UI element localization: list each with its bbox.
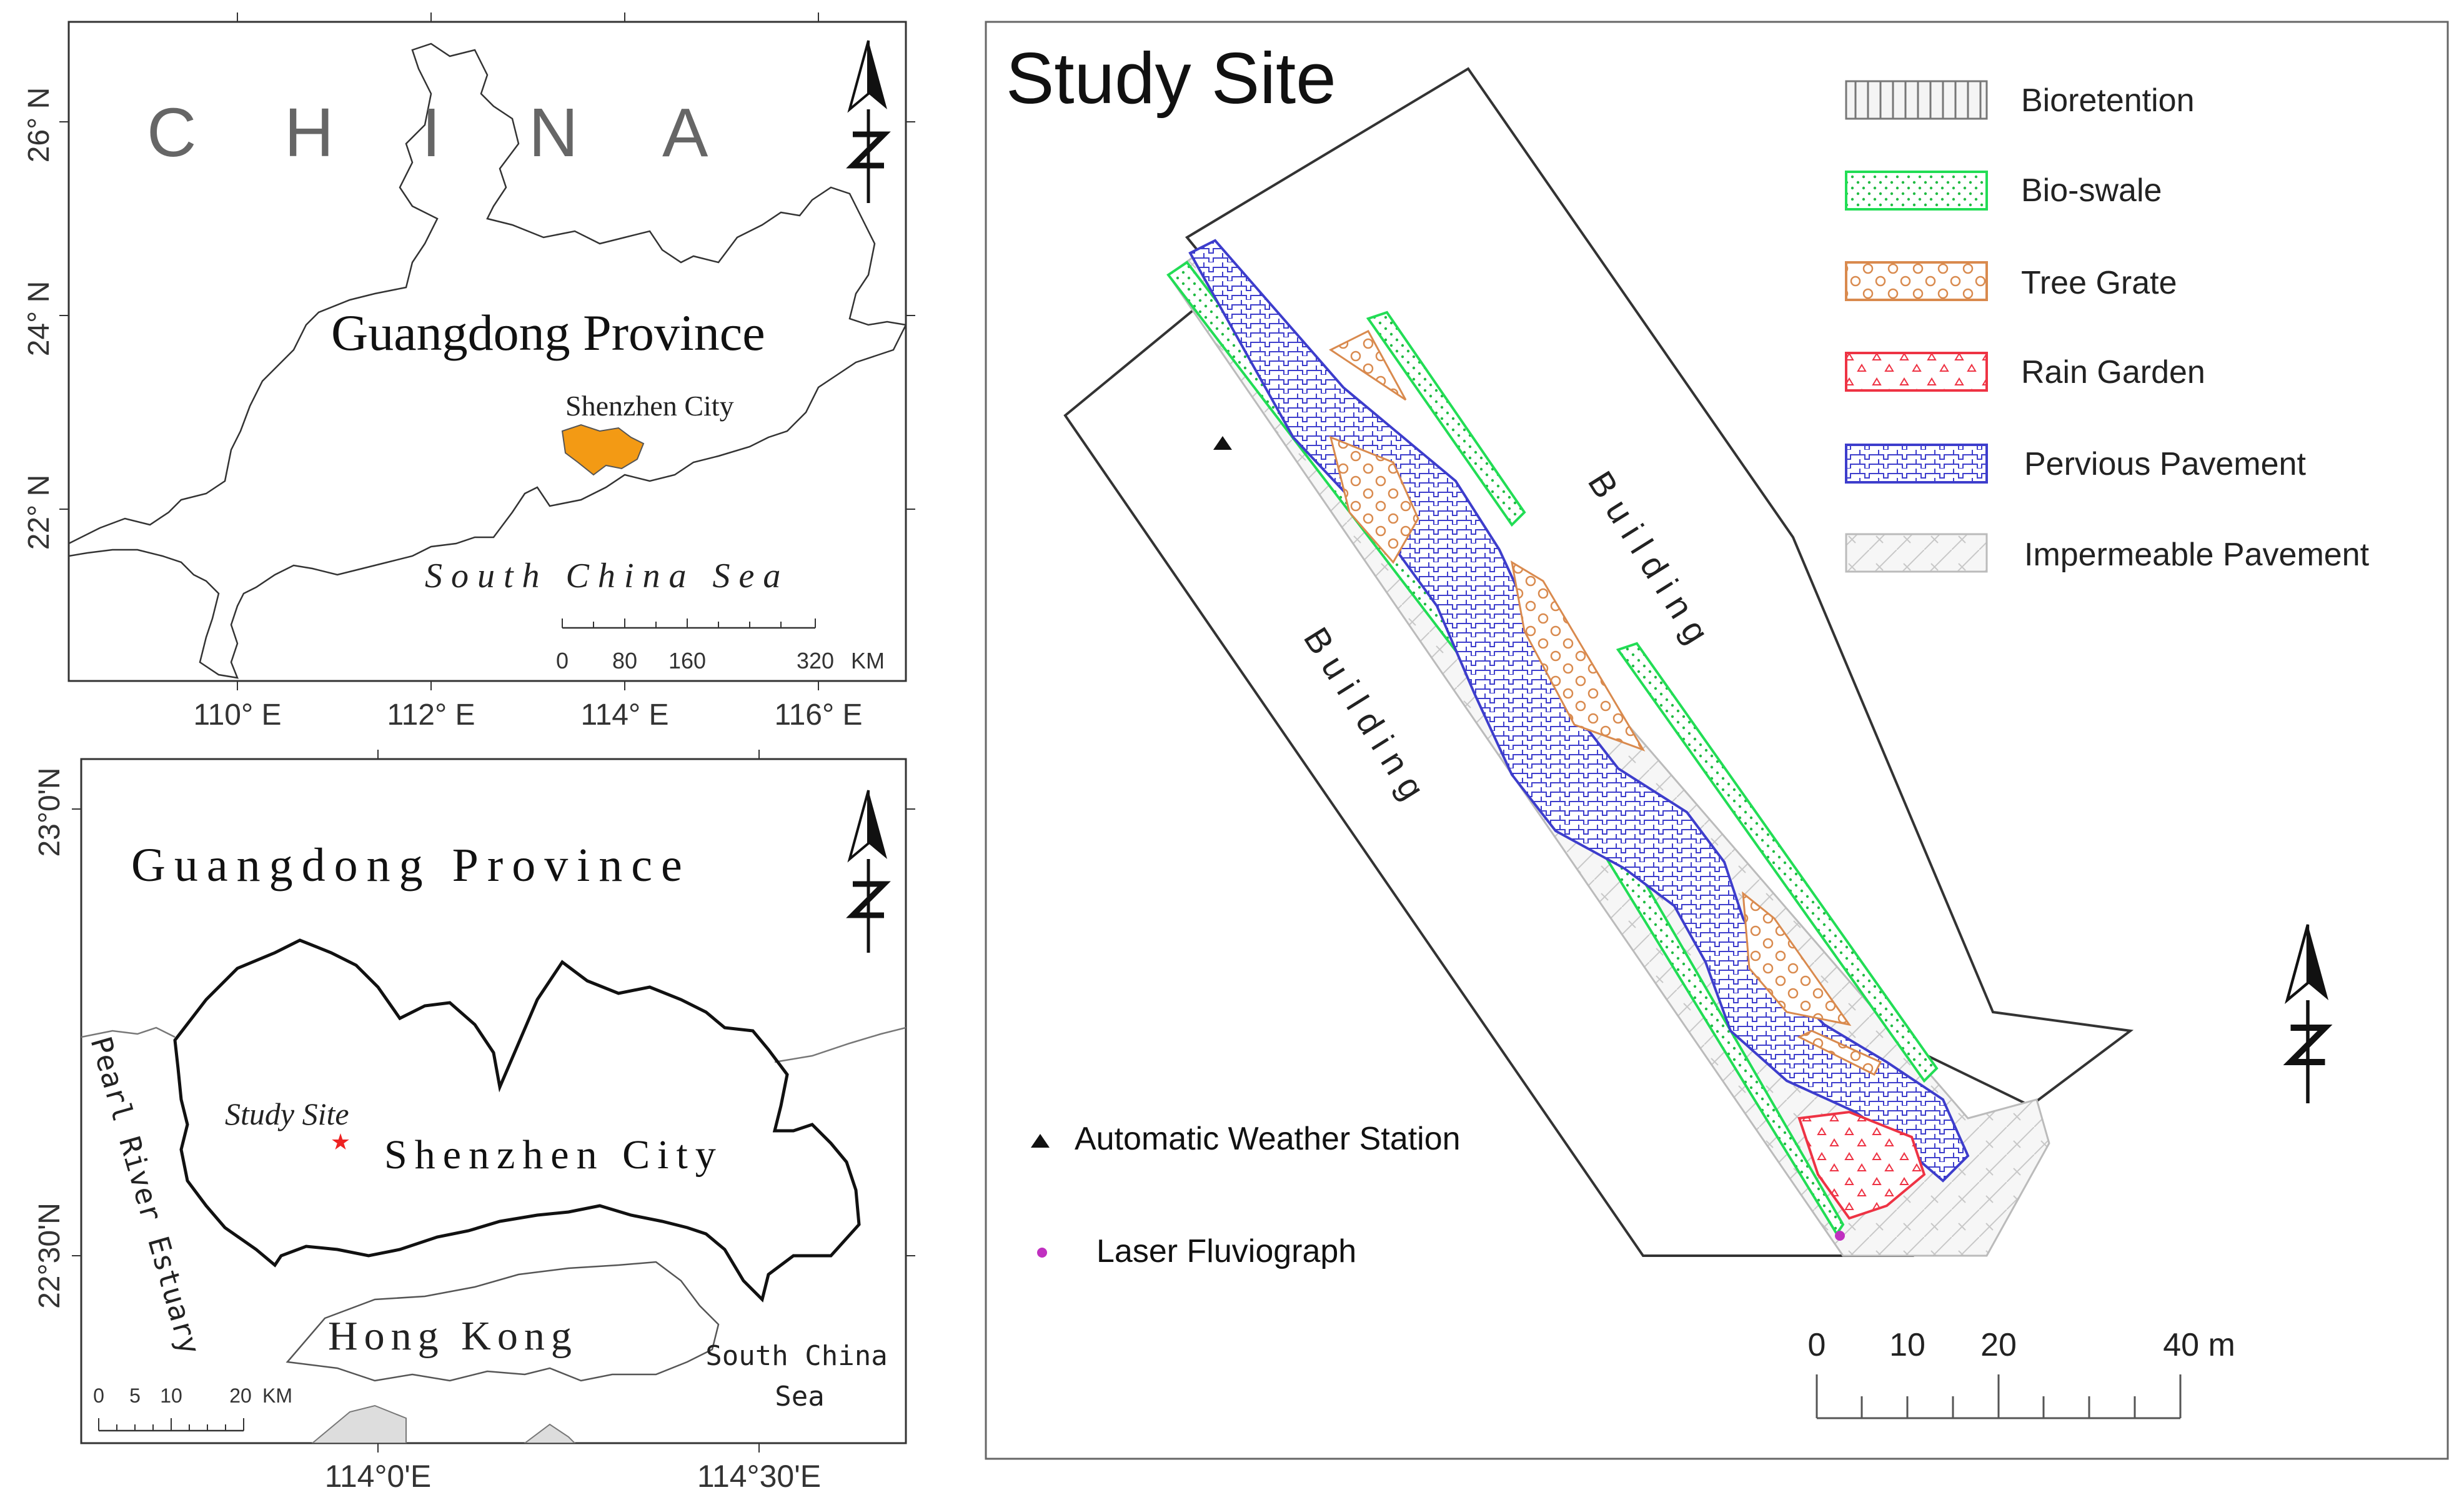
panel-a-map: C H I N A Guangdong Province Shenzhen Ci… xyxy=(22,12,915,732)
weather-station-label: Automatic Weather Station xyxy=(1075,1121,1461,1157)
shenzhen-label-b: Shenzhen City xyxy=(384,1132,723,1178)
island-2 xyxy=(524,1423,576,1443)
legend-item-pervious-pavement: Pervious Pavement xyxy=(1845,444,2306,484)
legend-label: Pervious Pavement xyxy=(2024,446,2306,482)
scale-a-0: 0 xyxy=(556,648,569,673)
pearl-river-shore xyxy=(81,1026,176,1038)
north-arrow-icon xyxy=(846,790,891,953)
panel-b-scale-bar: 0 5 10 20 KM xyxy=(93,1384,292,1432)
sea-label: South China Sea xyxy=(425,557,789,595)
lat-label-22-30: 22°30'N xyxy=(33,1203,66,1309)
scale-b-0: 0 xyxy=(93,1384,104,1407)
panel-a-scale-bar: 0 80 160 320 KM xyxy=(556,618,885,673)
lat-label-22: 22° N xyxy=(22,475,56,550)
china-label: C H I N A xyxy=(147,94,742,171)
panel-b-map: Guangdong Province Shenzhen City Study S… xyxy=(33,750,915,1494)
scale-c-40: 40 m xyxy=(2163,1327,2235,1363)
legend-item-impermeable-pavement: Impermeable Pavement xyxy=(1845,533,2370,573)
tree-grate-5 xyxy=(1797,1030,1882,1076)
bio-swale-right xyxy=(1366,310,1526,527)
guangdong-label-b: Guangdong Province xyxy=(131,839,691,892)
legend-item-tree-grate: Tree Grate xyxy=(1845,261,2177,301)
lon-label-114-30: 114°30'E xyxy=(697,1459,821,1494)
sea-label-b-line2: Sea xyxy=(775,1381,824,1413)
tree-grate-3 xyxy=(1510,560,1646,752)
scale-b-unit: KM xyxy=(262,1384,292,1407)
panel-a-ticks xyxy=(59,12,915,690)
triangle-marker-icon xyxy=(1213,436,1232,450)
tree-grate-2 xyxy=(1329,435,1419,564)
panel-a-frame xyxy=(67,21,907,682)
legend-label: Bioretention xyxy=(2021,82,2195,119)
lon-label-116: 116° E xyxy=(774,698,862,732)
study-site-label: Study Site xyxy=(225,1096,349,1131)
scale-b-20: 20 xyxy=(229,1384,252,1407)
panel-c-scale-bar: 0 10 20 40 m xyxy=(1808,1327,2235,1419)
site-title: Study Site xyxy=(1006,37,1336,119)
guangdong-outline xyxy=(69,42,906,679)
legend-label: Tree Grate xyxy=(2021,265,2177,301)
scale-c-0: 0 xyxy=(1808,1327,1826,1363)
lon-label-112: 112° E xyxy=(387,698,475,732)
rain-garden xyxy=(1797,1110,1926,1220)
panel-b-frame xyxy=(80,758,907,1444)
scale-a-320: 320 xyxy=(797,648,834,673)
panel-c-site: Study Site Building Building Bioretent xyxy=(985,21,2449,1460)
star-marker-icon: ★ xyxy=(330,1129,350,1155)
fluviograph-label: Laser Fluviograph xyxy=(1096,1233,1356,1269)
lat-label-26: 26° N xyxy=(22,87,56,163)
lat-label-24: 24° N xyxy=(22,281,56,357)
lon-label-114-0: 114°0'E xyxy=(325,1459,431,1494)
scale-c-20: 20 xyxy=(1980,1327,2017,1363)
legend: Bioretention Bio-swale Tree Grate Rain G… xyxy=(1845,80,2370,573)
east-shore xyxy=(774,1026,906,1063)
hong-kong-outline xyxy=(286,1261,720,1382)
scale-a-160: 160 xyxy=(668,648,706,673)
lat-label-23: 23°0'N xyxy=(33,767,66,857)
bio-swale-right-2 xyxy=(1616,642,1939,1083)
lon-label-110: 110° E xyxy=(193,698,281,732)
weather-station-legend-icon xyxy=(1031,1134,1050,1148)
tree-grate-4 xyxy=(1742,891,1852,1026)
shenzhen-label: Shenzhen City xyxy=(565,390,734,422)
legend-item-bio-swale: Bio-swale xyxy=(1845,171,2162,211)
scale-b-10: 10 xyxy=(160,1384,182,1407)
legend-label: Bio-swale xyxy=(2021,172,2162,209)
north-arrow-icon xyxy=(846,40,891,203)
scale-b-5: 5 xyxy=(129,1384,141,1407)
guangdong-label: Guangdong Province xyxy=(331,304,765,361)
scale-c-10: 10 xyxy=(1889,1327,1925,1363)
hong-kong-label: Hong Kong xyxy=(328,1313,578,1359)
dot-marker-icon xyxy=(1835,1231,1845,1241)
legend-label: Rain Garden xyxy=(2021,354,2205,390)
island-1 xyxy=(311,1404,407,1443)
north-arrow-icon xyxy=(2283,924,2333,1104)
lon-label-114: 114° E xyxy=(580,698,668,732)
panel-b-ticks xyxy=(72,750,915,1453)
legend-label: Impermeable Pavement xyxy=(2024,537,2370,573)
scale-a-unit: KM xyxy=(851,648,885,673)
legend-item-bioretention: Bioretention xyxy=(1845,80,2195,120)
shenzhen-outline xyxy=(173,938,861,1303)
fluviograph-legend-icon xyxy=(1037,1248,1047,1258)
scale-a-80: 80 xyxy=(612,648,637,673)
shenzhen-area xyxy=(561,424,645,476)
tree-grate-1 xyxy=(1329,330,1407,401)
legend-item-rain-garden: Rain Garden xyxy=(1845,352,2205,392)
sea-label-b-line1: South China xyxy=(705,1340,887,1372)
